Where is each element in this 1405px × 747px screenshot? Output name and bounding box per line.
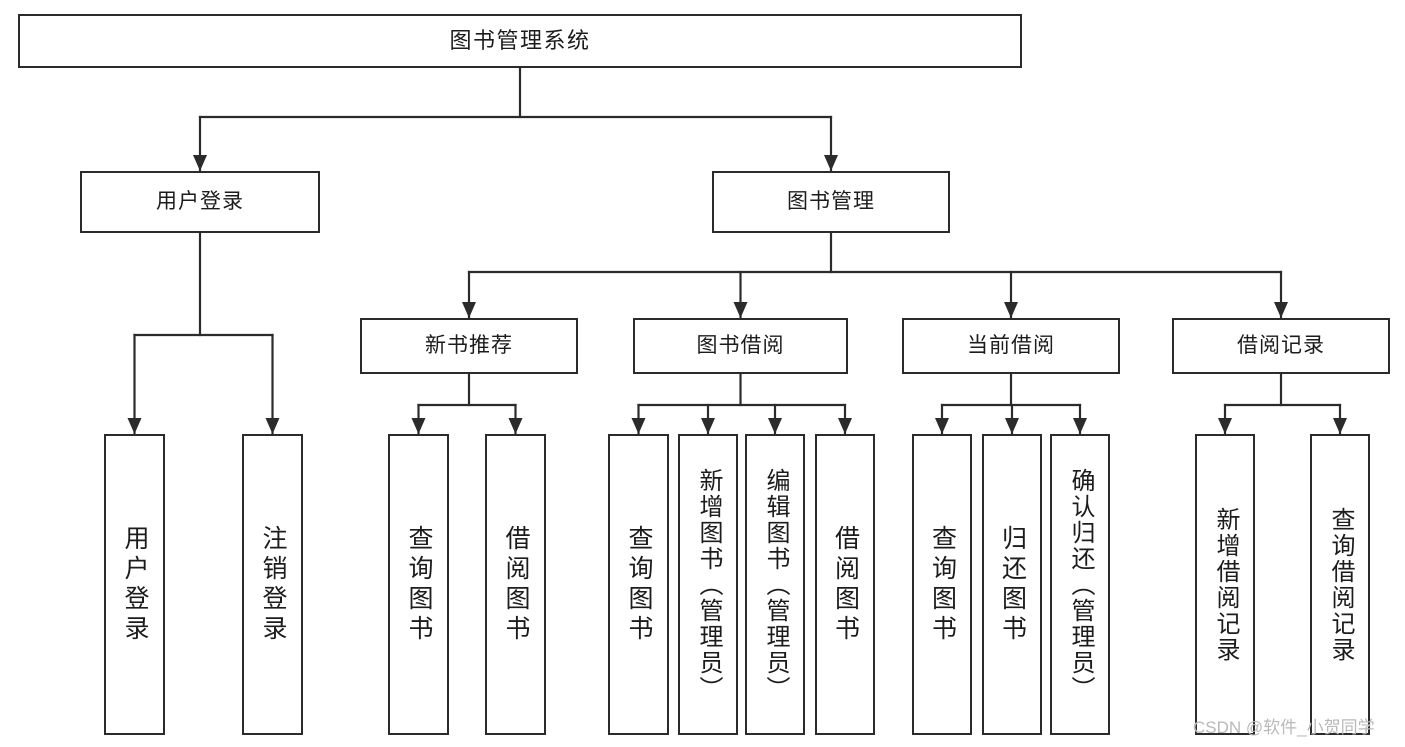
node-label: 查询图书 — [625, 524, 653, 645]
node-leaf-return-book[interactable]: 归还图书 — [982, 434, 1042, 735]
node-leaf-user-login[interactable]: 用户登录 — [104, 434, 165, 735]
node-leaf-query-book-bor[interactable]: 查询图书 — [608, 434, 669, 735]
arrowhead-new-book-recommend — [462, 302, 476, 318]
node-label: 确认归还（管理员） — [1067, 467, 1094, 702]
node-label: 借阅图书 — [831, 524, 860, 645]
arrowhead-leaf-query-book-cur — [935, 418, 949, 434]
arrowhead-leaf-borrow-book-bor — [838, 418, 852, 434]
arrowhead-leaf-query-borrow-record — [1333, 418, 1347, 434]
node-label: 当前借阅 — [967, 333, 1055, 357]
node-label: 新增借阅记录 — [1212, 506, 1239, 663]
node-label: 新书推荐 — [425, 333, 513, 357]
node-user-login[interactable]: 用户登录 — [80, 171, 320, 233]
node-label: 编辑图书（管理员） — [762, 467, 789, 702]
node-label: 查询图书 — [405, 524, 433, 645]
arrowhead-leaf-user-logout — [265, 418, 280, 434]
node-leaf-borrow-book-rec[interactable]: 借阅图书 — [485, 434, 546, 735]
arrowhead-book-manage — [824, 155, 838, 171]
arrowhead-leaf-edit-book-admin — [768, 418, 782, 434]
node-book-borrow[interactable]: 图书借阅 — [633, 318, 848, 374]
node-label: 查询图书 — [928, 524, 957, 645]
arrowhead-leaf-return-book — [1005, 418, 1019, 434]
arrowhead-borrow-record — [1274, 302, 1288, 318]
node-leaf-edit-book-admin[interactable]: 编辑图书（管理员） — [745, 434, 805, 735]
node-leaf-user-logout[interactable]: 注销登录 — [242, 434, 303, 735]
arrowhead-leaf-add-borrow-record — [1218, 418, 1232, 434]
node-label: 借阅图书 — [502, 524, 530, 645]
node-current-borrow[interactable]: 当前借阅 — [902, 318, 1120, 374]
node-label: 查询借阅记录 — [1327, 506, 1354, 663]
node-label: 用户登录 — [156, 189, 244, 213]
arrowhead-leaf-query-book-rec — [411, 418, 426, 434]
arrowhead-leaf-confirm-return — [1073, 418, 1087, 434]
node-label: 用户登录 — [121, 524, 149, 645]
watermark: CSDN @软件_小贺同学 — [1193, 718, 1375, 737]
node-new-book-recommend[interactable]: 新书推荐 — [360, 318, 578, 374]
node-book-manage[interactable]: 图书管理 — [712, 171, 950, 233]
node-leaf-query-book-rec[interactable]: 查询图书 — [388, 434, 449, 735]
arrowhead-leaf-query-book-bor — [631, 418, 646, 434]
arrowhead-book-borrow — [733, 302, 748, 318]
node-label: 注销登录 — [259, 524, 287, 645]
node-leaf-add-book-admin[interactable]: 新增图书（管理员） — [678, 434, 738, 735]
node-root[interactable]: 图书管理系统 — [18, 14, 1022, 68]
node-label: 图书管理系统 — [449, 28, 591, 54]
node-label: 图书管理 — [787, 189, 875, 213]
node-label: 借阅记录 — [1237, 333, 1325, 357]
node-leaf-borrow-book-bor[interactable]: 借阅图书 — [815, 434, 875, 735]
arrowhead-leaf-borrow-book-rec — [508, 418, 523, 434]
node-label: 图书借阅 — [696, 333, 785, 357]
node-borrow-record[interactable]: 借阅记录 — [1172, 318, 1390, 374]
node-label: 归还图书 — [998, 524, 1027, 645]
node-label: 新增图书（管理员） — [695, 467, 722, 702]
node-leaf-query-book-cur[interactable]: 查询图书 — [912, 434, 972, 735]
arrowhead-leaf-user-login — [127, 418, 142, 434]
arrowhead-user-login — [193, 155, 207, 171]
node-leaf-add-borrow-record[interactable]: 新增借阅记录 — [1195, 434, 1255, 735]
arrowhead-current-borrow — [1004, 302, 1018, 318]
arrowhead-leaf-add-book-admin — [701, 418, 715, 434]
node-leaf-confirm-return[interactable]: 确认归还（管理员） — [1050, 434, 1110, 735]
node-leaf-query-borrow-record[interactable]: 查询借阅记录 — [1310, 434, 1370, 735]
